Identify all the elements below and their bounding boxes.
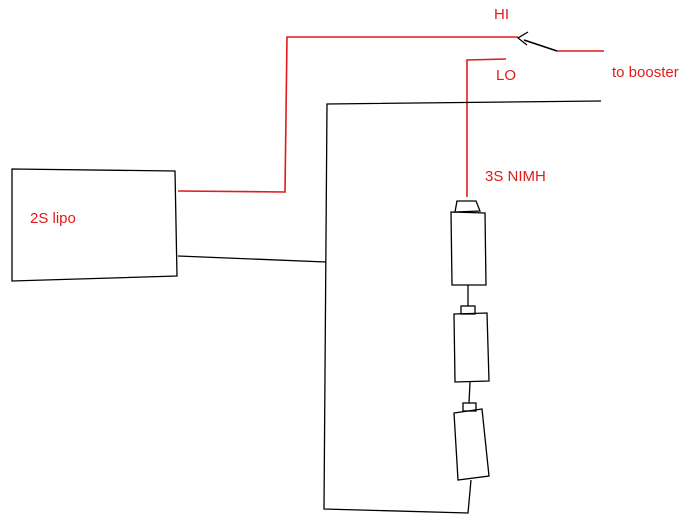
lipo-battery-box (11, 168, 178, 282)
nimh-cell-2-body (453, 312, 490, 383)
nimh-label: 3S NIMH (485, 168, 546, 185)
nimh-cell-1-body (450, 211, 487, 286)
nimh-link-2 (468, 381, 471, 404)
lipo-label: 2S lipo (30, 210, 76, 227)
switch-lo-label: LO (496, 67, 516, 84)
booster-label: to booster (612, 64, 679, 81)
lipo-ground-wire (177, 255, 327, 263)
nimh-cell-3-body (453, 408, 490, 481)
switch-hi-label: HI (494, 6, 509, 23)
ground-bus (323, 100, 602, 514)
switch-hi-contact (516, 31, 529, 46)
lo-wire (466, 58, 507, 197)
hi-wire (177, 36, 518, 193)
nimh-cell-1-terminal (454, 200, 481, 213)
switch-lever (523, 39, 558, 52)
